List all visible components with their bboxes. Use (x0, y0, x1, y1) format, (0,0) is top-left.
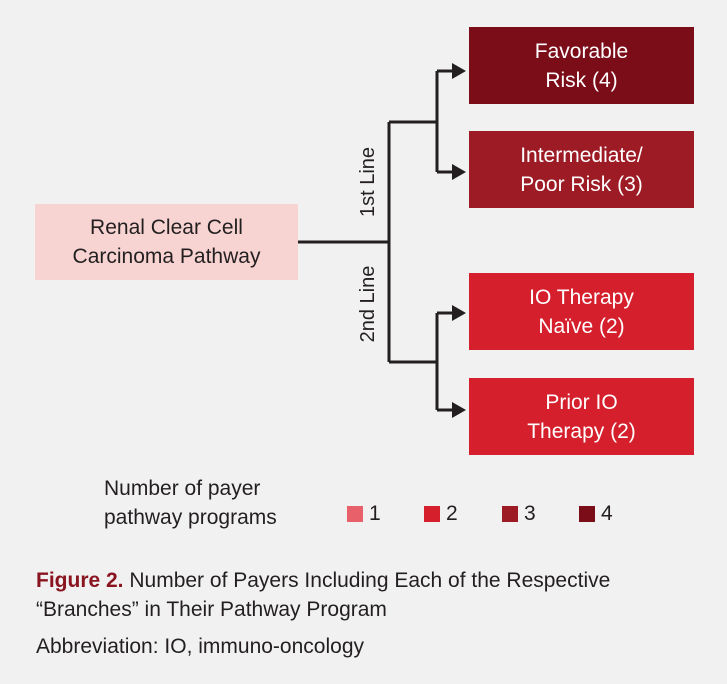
legend-item-3: 3 (502, 502, 536, 525)
legend-swatch (424, 506, 440, 522)
legend-title: Number of payer pathway programs (104, 474, 277, 532)
arrowhead-favorable (452, 63, 466, 79)
legend-item-2: 2 (424, 502, 458, 525)
legend-title-line1: Number of payer (104, 477, 261, 500)
arrowhead-intermediate (452, 164, 466, 180)
legend-value: 2 (446, 502, 458, 525)
leaf-label-line2: Naïve (2) (538, 314, 625, 338)
legend-value: 1 (369, 502, 381, 525)
leaf-favorable-risk: Favorable Risk (4) (469, 27, 694, 104)
legend-swatch (579, 506, 595, 522)
leaf-label-line1: Prior IO (545, 390, 618, 414)
first-line-label: 1st Line (357, 146, 379, 218)
root-node-line1: Renal Clear Cell (90, 216, 243, 239)
legend-item-1: 1 (347, 502, 381, 525)
legend-swatch (502, 506, 518, 522)
leaf-io-therapy-naive: IO Therapy Naïve (2) (469, 273, 694, 350)
arrowhead-naive (452, 305, 466, 321)
legend-value: 4 (601, 502, 613, 525)
leaf-label-line2: Poor Risk (3) (520, 172, 643, 196)
leaf-intermediate-poor-risk: Intermediate/ Poor Risk (3) (469, 131, 694, 208)
leaf-prior-io-therapy: Prior IO Therapy (2) (469, 378, 694, 455)
arrowhead-prior (452, 402, 466, 418)
root-node-renal-clear-cell: Renal Clear Cell Carcinoma Pathway (35, 204, 298, 280)
figure-caption-text: Number of Payers Including Each of the R… (36, 569, 611, 621)
legend-item-4: 4 (579, 502, 613, 525)
leaf-label-line2: Risk (4) (545, 68, 618, 92)
second-line-label: 2nd Line (357, 265, 379, 343)
abbreviation-note: Abbreviation: IO, immuno-oncology (36, 635, 364, 658)
leaf-label-line1: Favorable (534, 39, 629, 63)
leaf-label-line1: Intermediate/ (520, 143, 643, 167)
legend-title-line2: pathway programs (104, 506, 277, 529)
legend-value: 3 (524, 502, 536, 525)
root-node-line2: Carcinoma Pathway (72, 245, 261, 268)
legend-swatch (347, 506, 363, 522)
figure-number: Figure 2. (36, 569, 124, 592)
leaf-label-line1: IO Therapy (529, 285, 634, 309)
figure-caption: Figure 2. Number of Payers Including Eac… (36, 566, 716, 624)
leaf-label-line2: Therapy (2) (527, 419, 636, 443)
